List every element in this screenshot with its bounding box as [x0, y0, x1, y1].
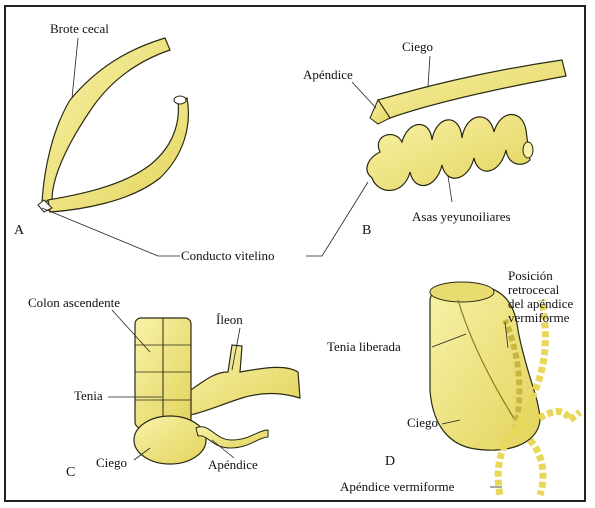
cecum-b-shape: [378, 60, 566, 118]
panel-a-drawing: [38, 38, 188, 256]
panel-letter-b: B: [362, 224, 371, 238]
panel-letter-c: C: [66, 466, 75, 480]
label-cecum-d: Ciego: [407, 416, 438, 430]
label-vitelline-duct: Conducto vitelino: [181, 249, 275, 263]
label-appendix-c: Apéndice: [208, 458, 258, 472]
cecum-c-shape: [134, 416, 206, 464]
leader-cecal-bud: [72, 38, 78, 98]
label-jejunoileal-loops: Asas yeyunoiliares: [412, 210, 511, 224]
leader-cecum-b: [428, 56, 430, 86]
loop-cut-end: [174, 96, 186, 104]
label-cecal-bud: Brote cecal: [50, 22, 109, 36]
label-retrocecal-position: Posición retrocecal del apéndice vermifo…: [508, 269, 573, 325]
panel-c-drawing: [108, 310, 300, 464]
panel-letter-d: D: [385, 455, 395, 469]
leader-loops: [448, 176, 452, 202]
label-appendix-b: Apéndice: [303, 68, 353, 82]
label-cecum-b: Ciego: [402, 40, 433, 54]
leader-appendix-b: [352, 82, 376, 108]
appendix-c-shape: [196, 427, 268, 448]
label-ascending-colon: Colon ascendente: [28, 296, 120, 310]
label-vermiform-appendix: Apéndice vermiforme: [340, 480, 454, 494]
label-freed-taenia: Tenia liberada: [327, 340, 401, 354]
cecum-d-opening: [430, 282, 494, 302]
leader-vitelline-a: [42, 208, 180, 256]
loop-cut-end-b: [523, 142, 533, 158]
label-ileum: Íleon: [216, 313, 243, 327]
ileum-shape: [188, 345, 300, 415]
label-cecum-c: Ciego: [96, 456, 127, 470]
label-taenia: Tenia: [74, 389, 103, 403]
leader-vitelline-b: [306, 182, 368, 256]
panel-letter-a: A: [14, 224, 24, 238]
panel-b-drawing: [306, 56, 566, 256]
